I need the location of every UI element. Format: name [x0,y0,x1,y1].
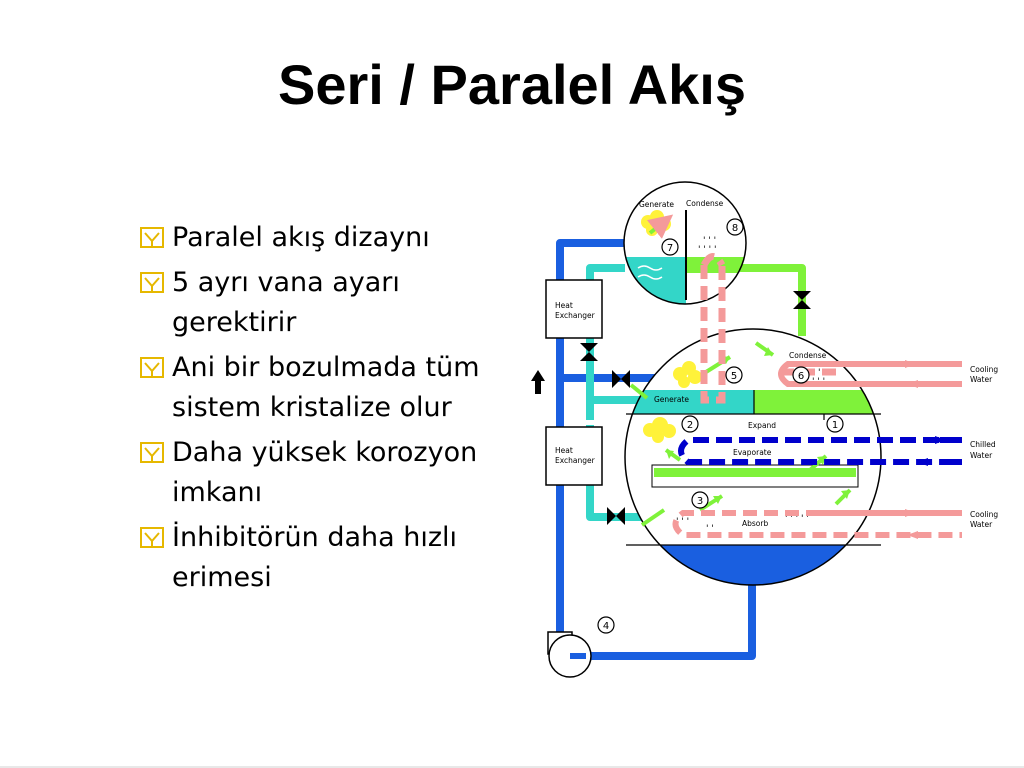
cooling-water-pipe-lower [672,509,962,539]
checkbox-icon [140,527,164,548]
step-number-7: 7 [661,238,679,256]
cooling-water-label: Cooling [970,510,998,519]
heat-exchanger-label: Heat [555,446,573,455]
bullet-text: 5 ayrı vana ayarı gerektirir [172,267,400,338]
heat-exchanger-label: Heat [555,301,573,310]
bullet-item: Ani bir bozulmada tüm sistem kristalize … [140,348,510,428]
step-number-text: 8 [732,223,738,234]
evaporate-label: Evaporate [733,448,772,457]
bullet-item: Paralel akış dizaynı [140,218,510,258]
svg-text:' ' ': ' ' ' [676,517,689,527]
step-number-5: 5 [725,366,743,384]
valve-icon [793,291,811,309]
absorption-chiller-diagram: Heat Exchanger Heat Exchanger Generate C… [531,181,998,678]
step-number-4: 4 [597,616,615,634]
cooling-water-label: Water [970,520,993,529]
checkbox-icon [140,272,164,293]
svg-text:' ': ' ' [706,524,714,534]
vapor-cloud-icon [673,361,702,388]
bullet-item: İnhibitörün daha hızlı erimesi [140,518,510,598]
flow-arrowhead [907,380,918,388]
pink-dashed-pipe [700,253,842,404]
cooling-water-label: Cooling [970,365,998,374]
bullet-item: 5 ayrı vana ayarı gerektirir [140,263,510,343]
expand-label: Expand [748,421,776,430]
checkbox-icon [140,442,164,463]
step-number-text: 1 [832,420,838,431]
step-number-8: 8 [726,218,744,236]
step-number-text: 5 [731,371,737,382]
step-number-2: 2 [681,415,699,433]
step-number-text: 6 [798,371,804,382]
heat-exchanger-label: Exchanger [555,311,596,320]
chilled-water-label: Water [970,451,993,460]
step-number-6: 6 [792,366,810,384]
svg-text:' ' ': ' ' ' [782,371,795,381]
slide-title: Seri / Paralel Akış [278,53,746,116]
svg-text:' ' ': ' ' ' [703,236,716,246]
valve-icon [612,370,630,388]
pump-icon [547,631,592,678]
step-number-text: 2 [687,420,693,431]
step-number-3: 3 [691,491,709,509]
upper-vessel: Generate Condense ' ' '' ' ' ' [623,181,747,305]
footer-divider [0,766,1024,768]
step-number-text: 3 [697,496,703,507]
cooling-water-pipe-upper [778,361,962,387]
step-number-1: 1 [826,415,844,433]
vapor-cloud-icon [643,417,676,443]
bullet-item: Daha yüksek korozyon imkanı [140,433,510,513]
chilled-water-label: Chilled [970,440,996,449]
valve-icon [580,343,598,361]
bullet-list: Paralel akış dizaynı 5 ayrı vana ayarı g… [140,218,510,603]
step-number-text: 7 [667,243,673,254]
condense-label: Condense [686,199,724,208]
generate-label: Generate [639,200,674,209]
condense-label: Condense [789,351,827,360]
flow-up-arrow-icon [531,370,545,394]
bullet-text: Ani bir bozulmada tüm sistem kristalize … [172,352,480,423]
bullet-text: Paralel akış dizaynı [172,222,430,253]
chilled-water-pipe [678,436,962,466]
flow-arrowhead [905,360,916,368]
step-number-text: 4 [603,621,609,632]
svg-text:' ' ' ': ' ' ' ' [698,245,716,255]
green-pipe [740,264,806,336]
checkbox-icon [140,227,164,248]
heat-exchanger-label: Exchanger [555,456,596,465]
bullet-text: Daha yüksek korozyon imkanı [172,437,478,508]
checkbox-icon [140,357,164,378]
absorb-label: Absorb [742,519,768,528]
svg-text:' ' ' ' ': ' ' ' ' ' [785,514,809,524]
droplets-icon: ' ' '' ' ' ' [698,236,716,255]
cooling-water-label: Water [970,375,993,384]
valve-icon [607,507,625,525]
heat-exchanger-lower: Heat Exchanger [545,426,603,486]
heat-exchanger-upper: Heat Exchanger [545,279,603,339]
bullet-text: İnhibitörün daha hızlı erimesi [172,522,458,593]
generate-label: Generate [654,395,689,404]
